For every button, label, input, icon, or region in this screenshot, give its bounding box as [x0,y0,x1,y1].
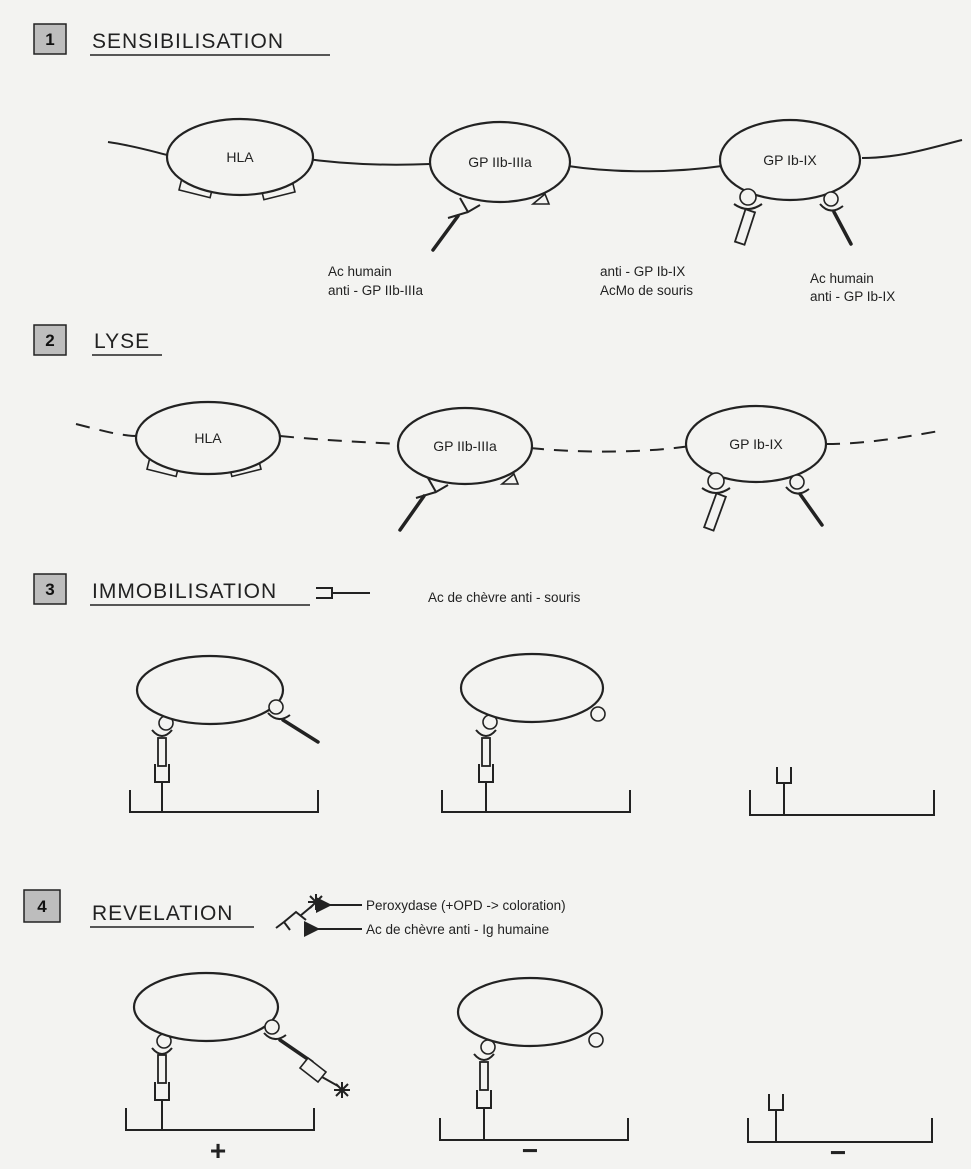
svg-text:2: 2 [45,331,54,350]
gp-iib-iiia-antigen: GP IIb-IIIa [428,120,572,252]
section-2-lyse: 2 LYSE HLA GP IIb-IIIa GP Ib-IX [33,324,946,532]
label-mouse-mab: anti - GP Ib-IX AcMo de souris [600,264,693,298]
section-1-sensibilisation: 1 SENSIBILISATION HLA GP IIb-IIIa GP Ib-… [33,23,963,304]
human-antibody [431,197,481,252]
gp-ib-ix-antigen: GP Ib-IX [718,118,862,246]
antigen-label: HLA [194,430,222,446]
label-human-ab-gp-iib-iiia: Ac humain anti - GP IIb-IIIa [328,264,424,298]
gp-iib-iiia-antigen: GP IIb-IIIa [396,406,534,532]
mouse-monoclonal-antibody [733,188,763,246]
antigen-label: GP Ib-IX [729,436,783,452]
antigen-label: GP Ib-IX [763,152,817,168]
svg-text:Ac humain: Ac humain [810,271,874,286]
svg-text:AcMo de souris: AcMo de souris [600,283,693,298]
goat-antibody-legend-icon [316,587,370,599]
well-2-negative [439,976,629,1141]
well-1-positive [125,971,350,1131]
human-antibody [785,474,824,527]
result-negative-1: − [522,1135,538,1164]
section-number-box: 4 [23,889,61,923]
well-3 [749,767,935,816]
well-1 [129,654,320,813]
hla-antigen: HLA [134,400,282,478]
antigen-label: GP IIb-IIIa [433,438,497,454]
section-title: IMMOBILISATION [92,580,277,603]
goat-anti-mouse-label: Ac de chèvre anti - souris [428,590,581,605]
well-3-negative [747,1094,933,1143]
hla-antigen: HLA [165,117,315,201]
human-antibody [398,477,449,532]
mouse-monoclonal-antibody [701,472,731,532]
section-number-box: 3 [33,573,67,605]
svg-text:anti - GP Ib-IX: anti - GP Ib-IX [600,264,685,279]
svg-text:anti - GP IIb-IIIa: anti - GP IIb-IIIa [328,283,424,298]
antigen-label: HLA [226,149,254,165]
section-title: LYSE [94,330,150,353]
section-4-revelation: 4 REVELATION Peroxydase (+OPD -> colorat… [23,889,933,1168]
section-number-box: 1 [33,23,67,55]
svg-text:1: 1 [45,30,54,49]
svg-text:4: 4 [37,897,47,916]
label-human-ab-gp-ib-ix: Ac humain anti - GP Ib-IX [810,271,895,304]
human-antibody [819,191,853,246]
gp-ib-ix-antigen: GP Ib-IX [684,404,828,532]
antigen-label: GP IIb-IIIa [468,154,532,170]
goat-anti-human-label: Ac de chèvre anti - Ig humaine [366,922,549,937]
platelet-membrane [107,139,963,173]
svg-text:Ac humain: Ac humain [328,264,392,279]
section-title: REVELATION [92,902,233,925]
lysed-membrane [75,423,946,453]
conjugate-legend-icon [275,894,362,937]
result-negative-2: − [830,1137,846,1164]
svg-text:3: 3 [45,580,54,599]
section-3-immobilisation: 3 IMMOBILISATION Ac de chèvre anti - sou… [33,573,935,816]
svg-text:anti - GP Ib-IX: anti - GP Ib-IX [810,289,895,304]
section-title: SENSIBILISATION [92,30,284,53]
result-positive: + [210,1135,226,1164]
peroxidase-label: Peroxydase (+OPD -> coloration) [366,898,566,913]
section-number-box: 2 [33,324,67,356]
well-2 [441,652,631,813]
